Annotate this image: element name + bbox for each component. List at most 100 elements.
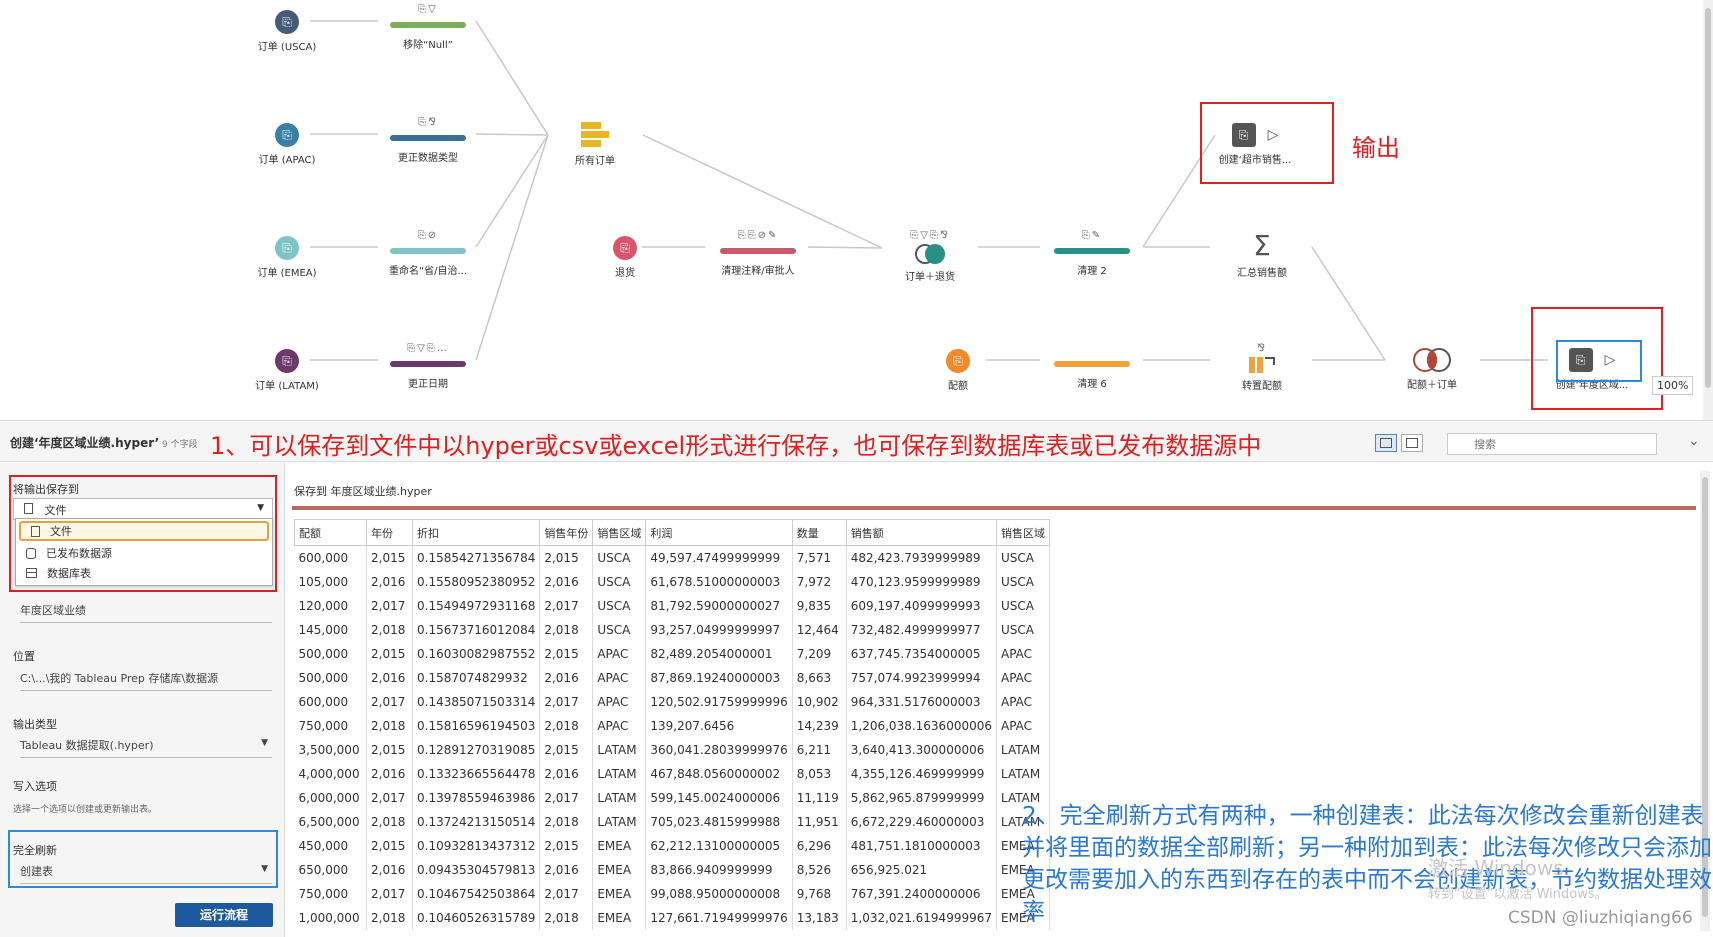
column-header[interactable]: 销售额 bbox=[845, 519, 998, 546]
sigma-icon: Σ bbox=[1253, 229, 1271, 262]
node-label: 清理注释/审批人 bbox=[721, 266, 795, 277]
step-title: 创建‘年度区域业绩.hyper’ bbox=[10, 436, 160, 450]
clean-node-data-type[interactable]: ⎘⅋ 更正数据类型 bbox=[358, 117, 498, 164]
table-cell: 62,212.13100000005 bbox=[645, 833, 793, 858]
table-cell: 2,015 bbox=[366, 833, 413, 858]
table-cell: 2,016 bbox=[366, 857, 413, 882]
database-icon: ⎘ bbox=[275, 123, 299, 147]
clean-node-remove-null[interactable]: ⎘▽ 移除“Null” bbox=[358, 4, 498, 51]
column-header[interactable]: 数量 bbox=[791, 519, 847, 546]
refresh-mode-dropdown[interactable]: 创建表 ▼ bbox=[20, 863, 272, 884]
profile-separator bbox=[292, 506, 1696, 510]
menu-item-file[interactable]: 文件 bbox=[19, 521, 269, 541]
clean-node-clean6[interactable]: 清理 6 bbox=[1022, 343, 1162, 390]
column-header[interactable]: 折扣 bbox=[411, 519, 541, 546]
output-name-field[interactable]: 年度区域业绩 bbox=[20, 602, 272, 623]
table-cell: 145,000 bbox=[294, 617, 367, 642]
table-cell: 609,197.4099999993 bbox=[846, 593, 998, 618]
search-input[interactable] bbox=[1447, 433, 1657, 455]
input-node-emea[interactable]: ⎘ 订单 (EMEA) bbox=[217, 236, 357, 279]
table-cell: 705,023.4815999988 bbox=[645, 809, 793, 834]
input-node-returns[interactable]: ⎘ 退货 bbox=[555, 236, 695, 279]
node-label: 清理 6 bbox=[1077, 379, 1107, 390]
menu-item-published-source[interactable]: 已发布数据源 bbox=[16, 543, 272, 563]
run-flow-button[interactable]: 运行流程 bbox=[175, 903, 273, 927]
save-to-menu[interactable]: 文件 已发布数据源 数据库表 bbox=[15, 518, 273, 586]
run-play-icon[interactable]: ▷ bbox=[1267, 127, 1279, 143]
node-label: 订单＋退货 bbox=[905, 272, 955, 283]
clean-node-clean2[interactable]: ⎘✎ 清理 2 bbox=[1022, 230, 1162, 277]
table-cell: 2,017 bbox=[539, 593, 594, 618]
list-view-button[interactable] bbox=[1401, 434, 1423, 452]
input-node-quota[interactable]: ⎘ 配额 bbox=[888, 349, 1028, 392]
table-header-row: 配额年份折扣销售年份销售区域利润数量销售额销售区域 bbox=[294, 519, 1050, 546]
menu-item-database-table[interactable]: 数据库表 bbox=[16, 563, 272, 583]
table-cell: EMEA bbox=[996, 857, 1050, 882]
node-label: 创建‘年度区域... bbox=[1555, 380, 1629, 391]
step-tools-icon: ⎘⅋ bbox=[418, 117, 438, 128]
join-node-quota-orders[interactable]: 配额＋订单 bbox=[1362, 348, 1502, 391]
table-cell: 732,482.4999999977 bbox=[846, 617, 998, 642]
table-cell: 0.15494972931168 bbox=[412, 593, 541, 618]
aggregate-node-sum-sales[interactable]: Σ 汇总销售额 bbox=[1192, 229, 1332, 280]
location-field[interactable]: C:\...\我的 Tableau Prep 存储库\数据源 bbox=[20, 670, 272, 691]
column-header[interactable]: 配额 bbox=[294, 519, 367, 546]
column-header[interactable]: 销售区域 bbox=[996, 519, 1050, 546]
grid-scrollbar[interactable] bbox=[1700, 471, 1710, 931]
clean-node-rename[interactable]: ⎘⊘ 重命名“省/自治... bbox=[358, 230, 498, 277]
output-node-market[interactable]: ⎘ ▷ 创建‘超市销售... bbox=[1185, 123, 1325, 166]
table-cell: 600,000 bbox=[294, 689, 367, 714]
join-icon bbox=[1413, 348, 1451, 372]
table-cell: 2,015 bbox=[539, 737, 594, 762]
input-node-apac[interactable]: ⎘ 订单 (APAC) bbox=[217, 123, 357, 166]
output-type-dropdown[interactable]: Tableau 数据提取(.hyper) ▼ bbox=[20, 737, 272, 758]
run-play-icon[interactable]: ▷ bbox=[1604, 352, 1616, 368]
grid-view-button[interactable] bbox=[1375, 434, 1397, 452]
menu-item-label: 数据库表 bbox=[47, 567, 91, 580]
table-cell: 637,745.7354000005 bbox=[846, 641, 998, 666]
join-node-orders-returns[interactable]: ⎘▽⎘⅋ 订单＋退货 bbox=[860, 230, 1000, 283]
join-icon bbox=[915, 244, 945, 264]
table-cell: 656,925.021 bbox=[846, 857, 998, 882]
table-cell: APAC bbox=[592, 689, 647, 714]
column-header[interactable]: 年份 bbox=[366, 519, 413, 546]
pivot-node-quota[interactable]: ⅋ 转置配额 bbox=[1192, 343, 1332, 392]
table-cell: 0.10460526315789 bbox=[412, 905, 541, 930]
table-cell: 4,355,126.469999999 bbox=[846, 761, 998, 786]
input-node-latam[interactable]: ⎘ 订单 (LATAM) bbox=[217, 349, 357, 392]
output-node-region[interactable]: ⎘ ▷ 创建‘年度区域... bbox=[1522, 348, 1662, 391]
input-node-usca[interactable]: ⎘ 订单 (USCA) bbox=[217, 10, 357, 53]
canvas-scrollbar[interactable] bbox=[1703, 0, 1713, 420]
clean-node-notes[interactable]: ⎘⎘⊘✎ 清理注释/审批人 bbox=[688, 230, 828, 277]
column-header[interactable]: 销售区域 bbox=[592, 519, 647, 546]
column-header[interactable]: 销售年份 bbox=[539, 519, 594, 546]
column-header[interactable]: 利润 bbox=[645, 519, 793, 546]
zoom-level[interactable]: 100% bbox=[1652, 376, 1694, 395]
table-cell: 49,597.47499999999 bbox=[645, 545, 793, 570]
table-cell: 11,119 bbox=[792, 785, 847, 810]
table-cell: 99,088.95000000008 bbox=[645, 881, 793, 906]
chevron-down-icon[interactable]: ⌄ bbox=[1688, 433, 1700, 449]
flow-canvas[interactable]: ⎘ 订单 (USCA) ⎘ 订单 (APAC) ⎘ 订单 (EMEA) ⎘ 订单… bbox=[0, 0, 1713, 420]
table-cell: APAC bbox=[996, 665, 1050, 690]
union-node-all-orders[interactable]: 所有订单 bbox=[525, 122, 665, 167]
table-cell: APAC bbox=[592, 713, 647, 738]
clean-node-date[interactable]: ⎘▽⎘… 更正日期 bbox=[358, 343, 498, 390]
